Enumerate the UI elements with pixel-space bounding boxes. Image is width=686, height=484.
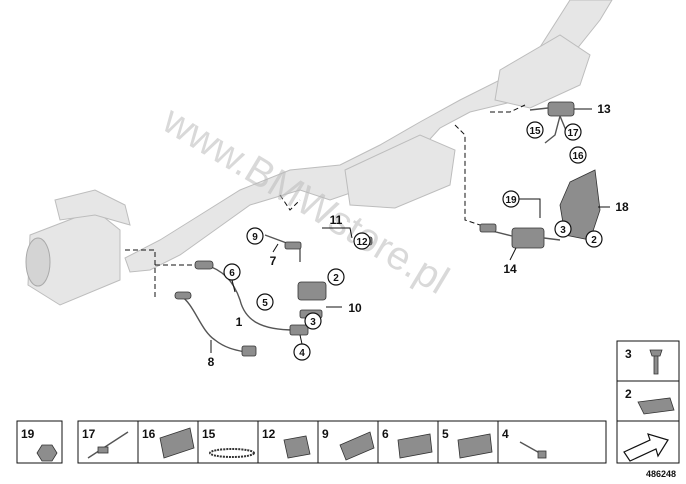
exhaust-system-drawing	[25, 0, 613, 306]
callout-1: 1	[236, 315, 243, 329]
callout-11: 11	[330, 213, 343, 227]
callout-2b: 2	[591, 235, 597, 246]
callout-4: 4	[299, 348, 305, 359]
callout-12: 12	[356, 237, 368, 248]
callouts: 6 5 4 9 2 3 12 15 17 16 19 3 2 1 7 8	[208, 102, 629, 369]
callout-7: 7	[270, 254, 277, 268]
legend-right-3: 3	[625, 347, 632, 361]
legend-bottom-9: 9	[322, 427, 329, 441]
callout-16: 16	[572, 151, 584, 162]
legend-bottom-12: 12	[262, 427, 276, 441]
sensor-parts	[174, 101, 601, 357]
direction-arrow-icon	[623, 433, 669, 462]
callout-8: 8	[208, 355, 215, 369]
callout-2a: 2	[333, 273, 339, 284]
legend-right-2: 2	[625, 387, 632, 401]
legend-bottom-4: 4	[502, 427, 509, 441]
callout-13: 13	[597, 102, 611, 116]
legend-bottom-16: 16	[142, 427, 156, 441]
callout-3b: 3	[560, 225, 566, 236]
callout-6: 6	[229, 268, 235, 279]
callout-19: 19	[505, 195, 517, 206]
legend-bottom: 19 17 16 15 12 9 6 5 4	[16, 420, 680, 464]
callout-17: 17	[567, 128, 579, 139]
callout-15: 15	[529, 126, 541, 137]
callout-10: 10	[348, 301, 362, 315]
diagram-id: 486248	[646, 469, 676, 479]
callout-18: 18	[615, 200, 629, 214]
legend-bottom-5: 5	[442, 427, 449, 441]
legend-bottom-6: 6	[382, 427, 389, 441]
legend-bottom-19: 19	[21, 427, 35, 441]
legend-bottom-17: 17	[82, 427, 96, 441]
callout-9: 9	[252, 232, 258, 243]
callout-3a: 3	[310, 317, 316, 328]
legend-bottom-15: 15	[202, 427, 216, 441]
callout-14: 14	[503, 262, 517, 276]
legend-right: 3 2	[616, 340, 680, 422]
routing-lines	[125, 104, 526, 300]
callout-5: 5	[262, 298, 268, 309]
